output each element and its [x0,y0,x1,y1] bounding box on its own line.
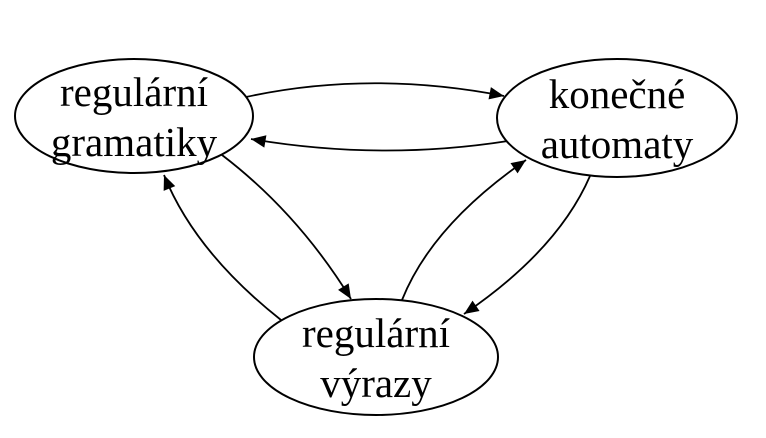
node-ellipse-regularni-gramatiky [14,58,254,174]
node-label-line: gramatiky [50,119,218,165]
edge-automaty-to-gramatiky [250,135,509,152]
node-ellipse-regularni-vyrazy [253,298,499,416]
edge-gramatiky-to-automaty [245,82,505,100]
node-label-line: automaty [540,121,694,167]
node-label-regularni-vyrazy: regulární výrazy [302,308,450,408]
edge-vyrazy-to-automaty [401,159,527,301]
node-label-line: regulární [302,310,450,356]
node-label-line: konečné [548,71,686,117]
edge-vyrazy-to-gramatiky [163,174,282,321]
edge-gramatiky-to-vyrazy [221,154,352,300]
node-label-line: regulární [60,69,208,115]
edge-automaty-to-vyrazy [463,175,591,315]
node-label-regularni-gramatiky: regulární gramatiky [51,67,217,167]
node-ellipse-konecne-automaty [496,58,738,178]
node-label-line: výrazy [320,360,432,406]
node-label-konecne-automaty: konečné automaty [541,69,694,169]
